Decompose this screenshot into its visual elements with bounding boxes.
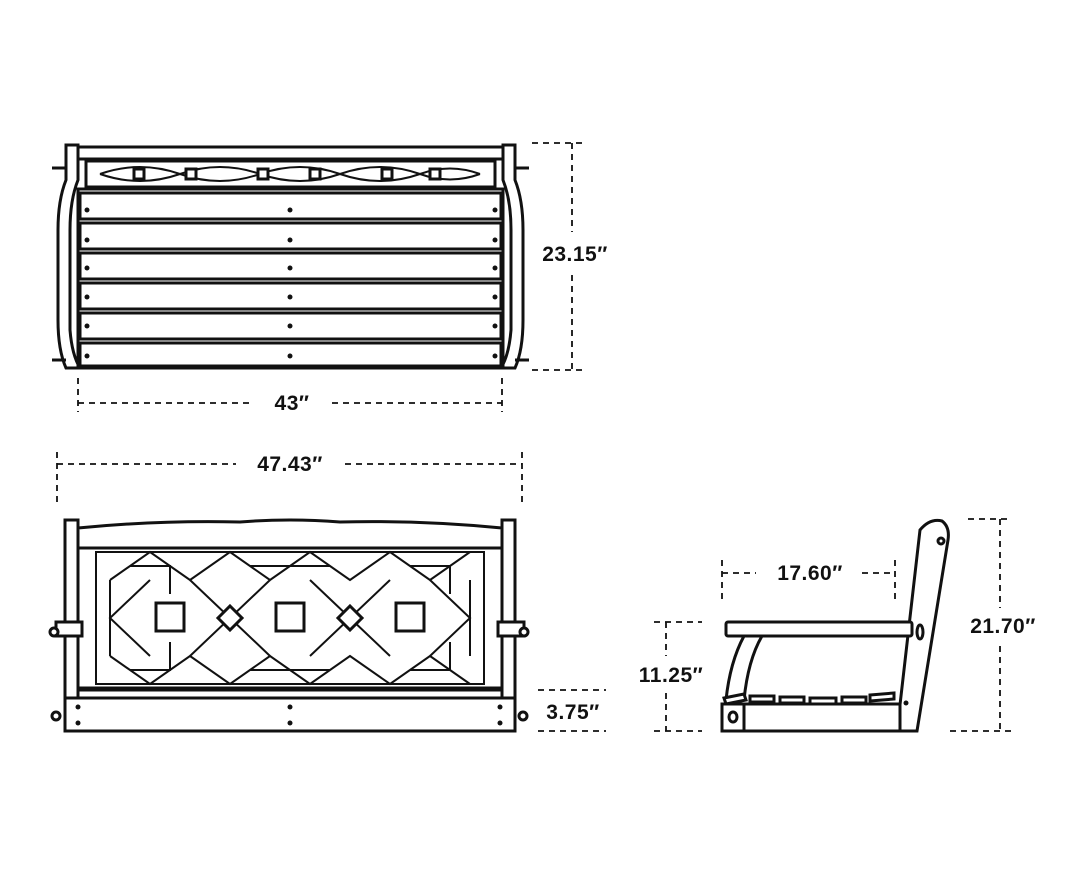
front-view-lattice-square-right [394, 601, 426, 633]
front-view-screw [497, 704, 503, 710]
front-view-screw [497, 720, 503, 726]
top-view: 23.15″ 43″ [52, 142, 608, 415]
front-view-top-rail [76, 518, 504, 550]
front-view-screw [75, 704, 81, 710]
front-view-overall-width-dimension [56, 452, 523, 502]
front-view-back-panel-inner [95, 551, 485, 685]
top-view-back-panel [84, 159, 497, 189]
front-view-lattice [108, 550, 472, 686]
top-view-back-pattern [99, 166, 481, 182]
side-view-seat-slats [722, 691, 896, 706]
side-view-post-bolt [936, 536, 946, 546]
side-view-seat-height-label: 11.25″ [639, 664, 703, 687]
side-view-seat-bolt [727, 710, 739, 724]
side-view-seat-depth-dimension [721, 560, 896, 602]
side-view-post-screw [903, 700, 909, 706]
front-view-seat-thickness-dimension [538, 689, 606, 732]
top-view-back-rail [76, 145, 505, 161]
side-view-seat-depth-label: 17.60″ [777, 562, 843, 585]
side-view-seat-height-dimension [654, 621, 702, 732]
side-view-arm-support [724, 634, 765, 702]
top-view-width-label: 43″ [275, 392, 310, 415]
front-view-left-bottom-eyebolt [50, 710, 62, 722]
front-view-left-arm-bracket [54, 620, 84, 638]
side-view-overall-height-label: 21.70″ [970, 615, 1036, 638]
front-view-seat-thickness-label: 3.75″ [546, 701, 599, 724]
top-view-right-post [498, 143, 525, 370]
side-view: 17.60″ 11.25″ 21.70″ [639, 518, 1036, 733]
side-view-post-bracket [915, 623, 925, 641]
front-view-left-eyebolt [48, 626, 60, 638]
front-view: 47.43″ [48, 452, 606, 733]
front-view-right-eyebolt [518, 626, 530, 638]
front-view-lattice-square-left [154, 601, 186, 633]
side-view-seat-frame [720, 702, 902, 733]
front-view-seat-apron [63, 696, 517, 733]
front-view-right-bottom-eyebolt [517, 710, 529, 722]
top-view-width-dimension [77, 378, 503, 412]
top-view-seat-slats [78, 191, 503, 368]
front-view-screw [287, 704, 293, 710]
top-view-height-dimension [532, 142, 585, 371]
top-view-height-label: 23.15″ [542, 243, 608, 266]
side-view-arm-rest [724, 620, 914, 638]
top-view-screws [84, 207, 498, 359]
front-view-screw [75, 720, 81, 726]
front-view-screw [287, 720, 293, 726]
front-view-lattice-square-center [274, 601, 306, 633]
side-view-overall-height-dimension [950, 518, 1012, 732]
front-view-overall-width-label: 47.43″ [257, 453, 323, 476]
